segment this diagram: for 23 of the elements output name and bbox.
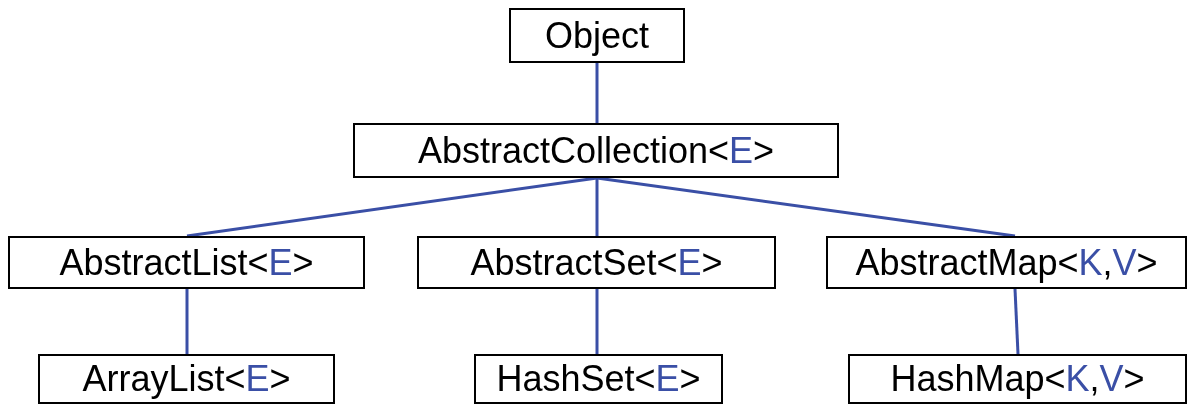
class-name: HashMap<K,V> [890,358,1145,400]
class-box [417,236,776,289]
connector-line [1013,288,1020,355]
class-name: ArrayList<E> [82,358,291,400]
class-name: AbstractMap<K,V> [855,241,1158,284]
connector-line [185,289,189,354]
class-name: AbstractSet<E> [470,241,723,284]
class-name: Object [544,14,649,57]
connector-line [596,176,1016,238]
class-box [38,354,335,404]
class-box [509,8,685,63]
class-box [826,236,1187,289]
class-name: HashSet<E> [496,358,701,400]
class-box [353,123,839,178]
class-name: AbstractList<E> [59,241,314,284]
connector-line [595,63,599,123]
class-box [474,354,723,404]
class-box [8,236,365,289]
connector-line [186,176,598,238]
class-box [848,354,1187,404]
connector-line [595,289,599,354]
class-name: AbstractCollection<E> [417,129,775,172]
connector-line [595,178,599,236]
